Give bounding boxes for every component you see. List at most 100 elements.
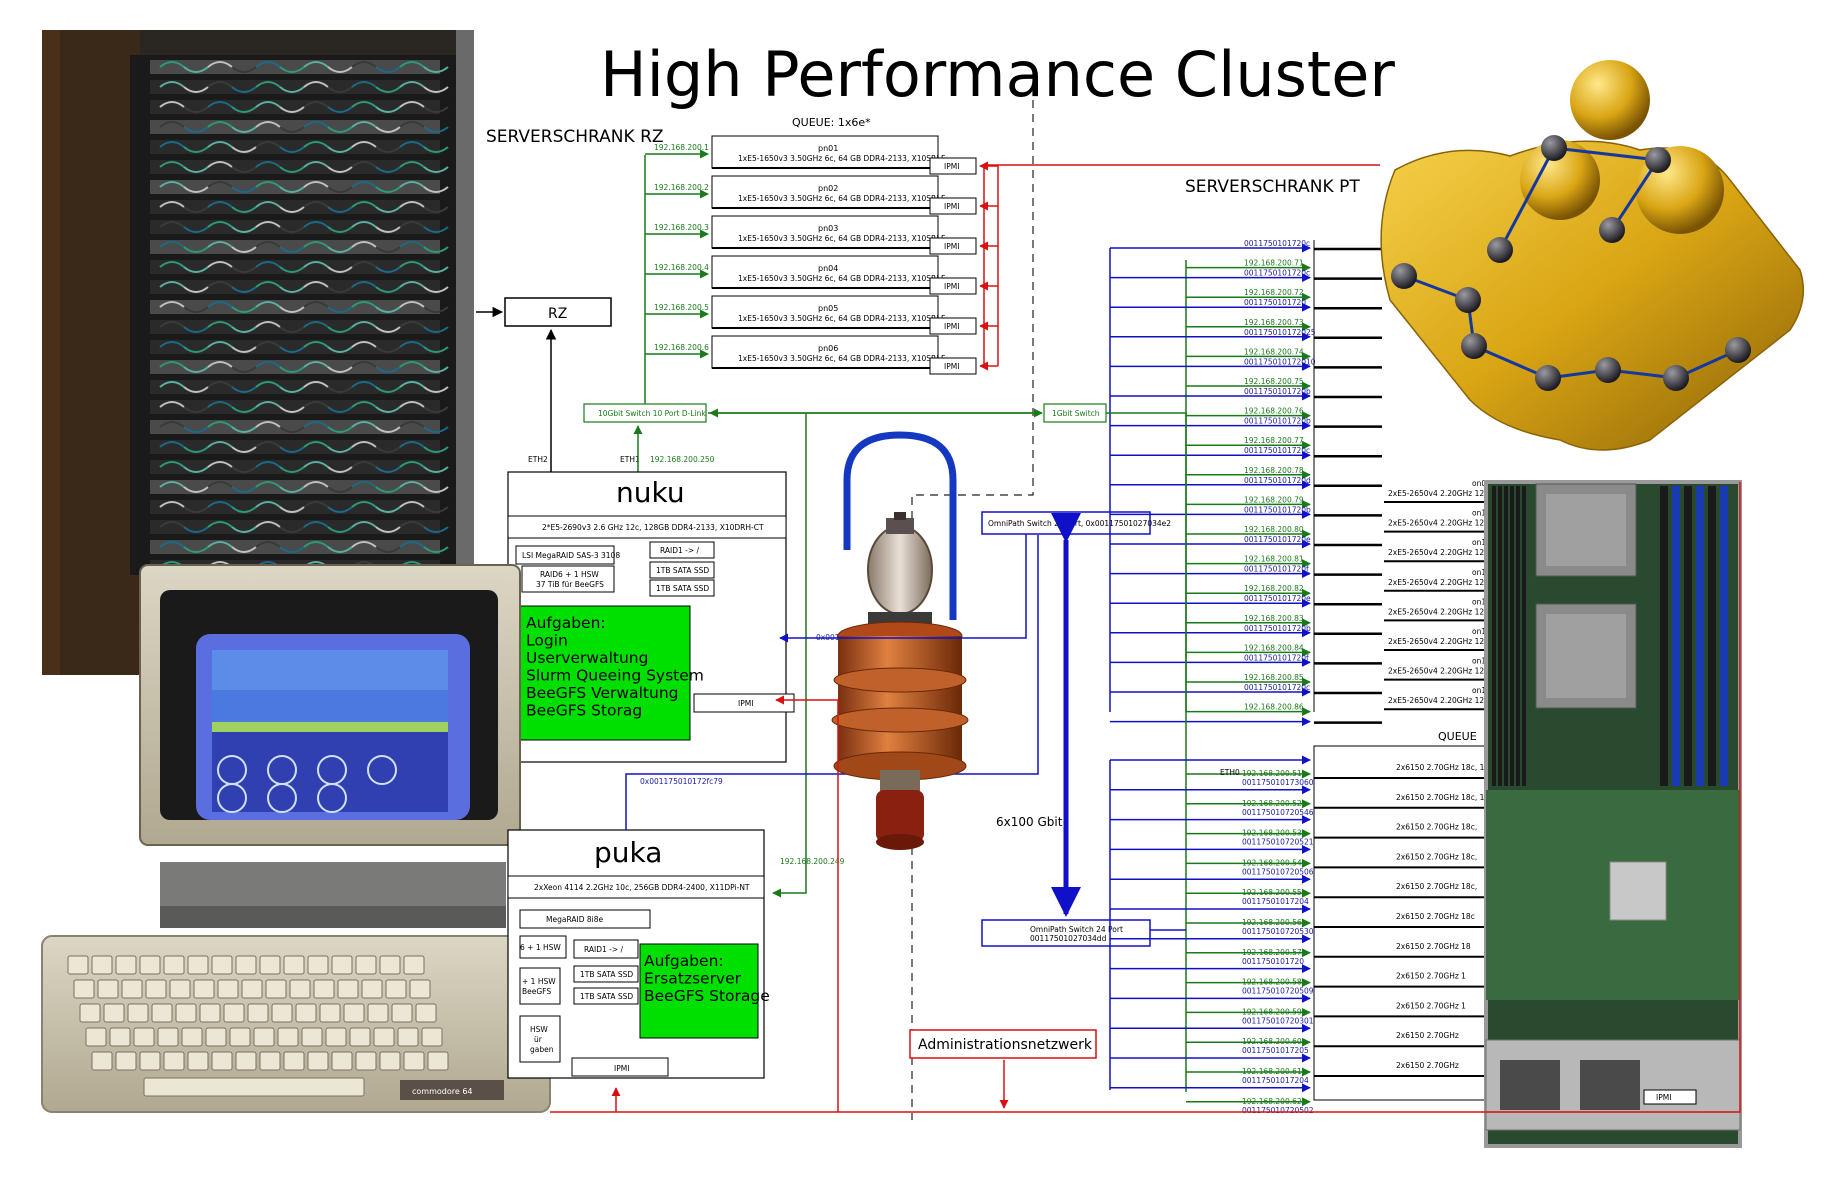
pt-upper-guid: 001175010172010 <box>1244 357 1316 366</box>
puka-raid6-b2: BeeGFS <box>522 987 551 996</box>
queue-pt-label: QUEUE <box>1438 730 1477 743</box>
cable <box>375 126 401 133</box>
cable <box>207 521 233 528</box>
rack-unit <box>150 240 440 254</box>
cable <box>327 346 353 353</box>
cable <box>279 546 305 553</box>
cable <box>399 81 425 88</box>
cable <box>231 246 257 253</box>
cable <box>423 86 449 93</box>
mainboard-photo: IPMI <box>1484 480 1742 1148</box>
dimm-slot <box>1672 486 1680 786</box>
puka-name: puka <box>594 836 662 869</box>
dimm-slot <box>1510 486 1514 786</box>
pt-upper-node-name: on12 <box>1472 568 1491 577</box>
pt-lower-guid: 00117501017204 <box>1242 897 1309 906</box>
cable <box>351 521 377 528</box>
cable <box>375 406 401 413</box>
pt-upper-node-name: on15 <box>1472 657 1491 666</box>
dimm-slot <box>1684 486 1692 786</box>
cable <box>375 66 401 73</box>
cable <box>399 61 425 68</box>
puka-raid6-c2: ür <box>534 1035 543 1044</box>
cable <box>399 421 425 428</box>
carbon-atom <box>1461 333 1487 359</box>
cable <box>375 246 401 253</box>
cable <box>351 321 377 328</box>
keyboard-key <box>379 1051 401 1071</box>
cable <box>423 386 449 393</box>
cable <box>207 181 233 188</box>
cable <box>423 246 449 253</box>
cable <box>399 141 425 148</box>
cable <box>159 361 185 368</box>
cable <box>183 326 209 333</box>
cable <box>183 346 209 353</box>
cable <box>183 306 209 313</box>
cable <box>255 121 281 128</box>
cable <box>423 306 449 313</box>
cable <box>279 426 305 433</box>
cable <box>231 106 257 113</box>
keyboard-key <box>103 1003 125 1023</box>
cable <box>423 106 449 113</box>
keyboard-key <box>85 1027 107 1047</box>
keyboard-key <box>283 955 305 975</box>
cable <box>399 441 425 448</box>
cable <box>159 141 185 148</box>
nuku-task: Aufgaben: <box>526 614 606 632</box>
cable <box>255 81 281 88</box>
cable <box>279 326 305 333</box>
cable <box>207 441 233 448</box>
cable <box>183 126 209 133</box>
carbon-atom <box>1535 365 1561 391</box>
eth1-label: ETH1 <box>620 455 640 464</box>
keyboard-key <box>331 955 353 975</box>
rz-label: RZ <box>548 306 567 322</box>
cable <box>375 186 401 193</box>
nuku-task: BeeGFS Verwaltung <box>526 684 678 702</box>
cable <box>327 306 353 313</box>
rz-node-ipmi-box <box>929 317 977 335</box>
keyboard-key <box>145 979 167 999</box>
cable <box>159 281 185 288</box>
cable <box>303 301 329 308</box>
cable <box>159 101 185 108</box>
puka-raid1: RAID1 -> / <box>584 945 624 954</box>
cable <box>183 206 209 213</box>
pt-lower-node-spec: 2x6150 2.70GHz <box>1396 1061 1459 1070</box>
cable <box>231 226 257 233</box>
cable <box>231 426 257 433</box>
cable <box>255 341 281 348</box>
puka-raid6-c1: HSW <box>530 1025 548 1034</box>
cable <box>303 161 329 168</box>
cable <box>375 506 401 513</box>
puka-ipmi: IPMI <box>614 1064 629 1073</box>
keyboard-key <box>331 1051 353 1071</box>
cable <box>327 386 353 393</box>
keyboard-key <box>409 979 431 999</box>
pt-lower-guid: 001175010720546 <box>1242 808 1314 817</box>
carbon-atom <box>1725 337 1751 363</box>
rz-node-spec: 1xE5-1650v3 3.50GHz 6c, 64 GB DDR4-2133,… <box>738 194 945 203</box>
bond <box>1473 344 1549 380</box>
cable <box>255 441 281 448</box>
cable <box>279 446 305 453</box>
cable <box>207 81 233 88</box>
cable <box>351 341 377 348</box>
rz-node-ipmi-box <box>929 237 977 255</box>
pt-upper-guid: 0011750101720c <box>1244 239 1310 248</box>
puka-ssd2: 1TB SATA SSD <box>580 992 633 1001</box>
rz-node-ip: 192.168.200.1 <box>654 143 709 152</box>
pt-lower-guid: 001175010720530 <box>1242 927 1314 936</box>
rz-node-name: pn03 <box>818 224 838 233</box>
cable <box>399 281 425 288</box>
keyboard-key <box>121 979 143 999</box>
bond <box>1610 159 1660 231</box>
cable <box>399 161 425 168</box>
cable <box>399 521 425 528</box>
cable <box>375 226 401 233</box>
keyboard-key <box>397 1027 419 1047</box>
pt-upper-ip: 192.168.200.72 <box>1244 288 1304 297</box>
